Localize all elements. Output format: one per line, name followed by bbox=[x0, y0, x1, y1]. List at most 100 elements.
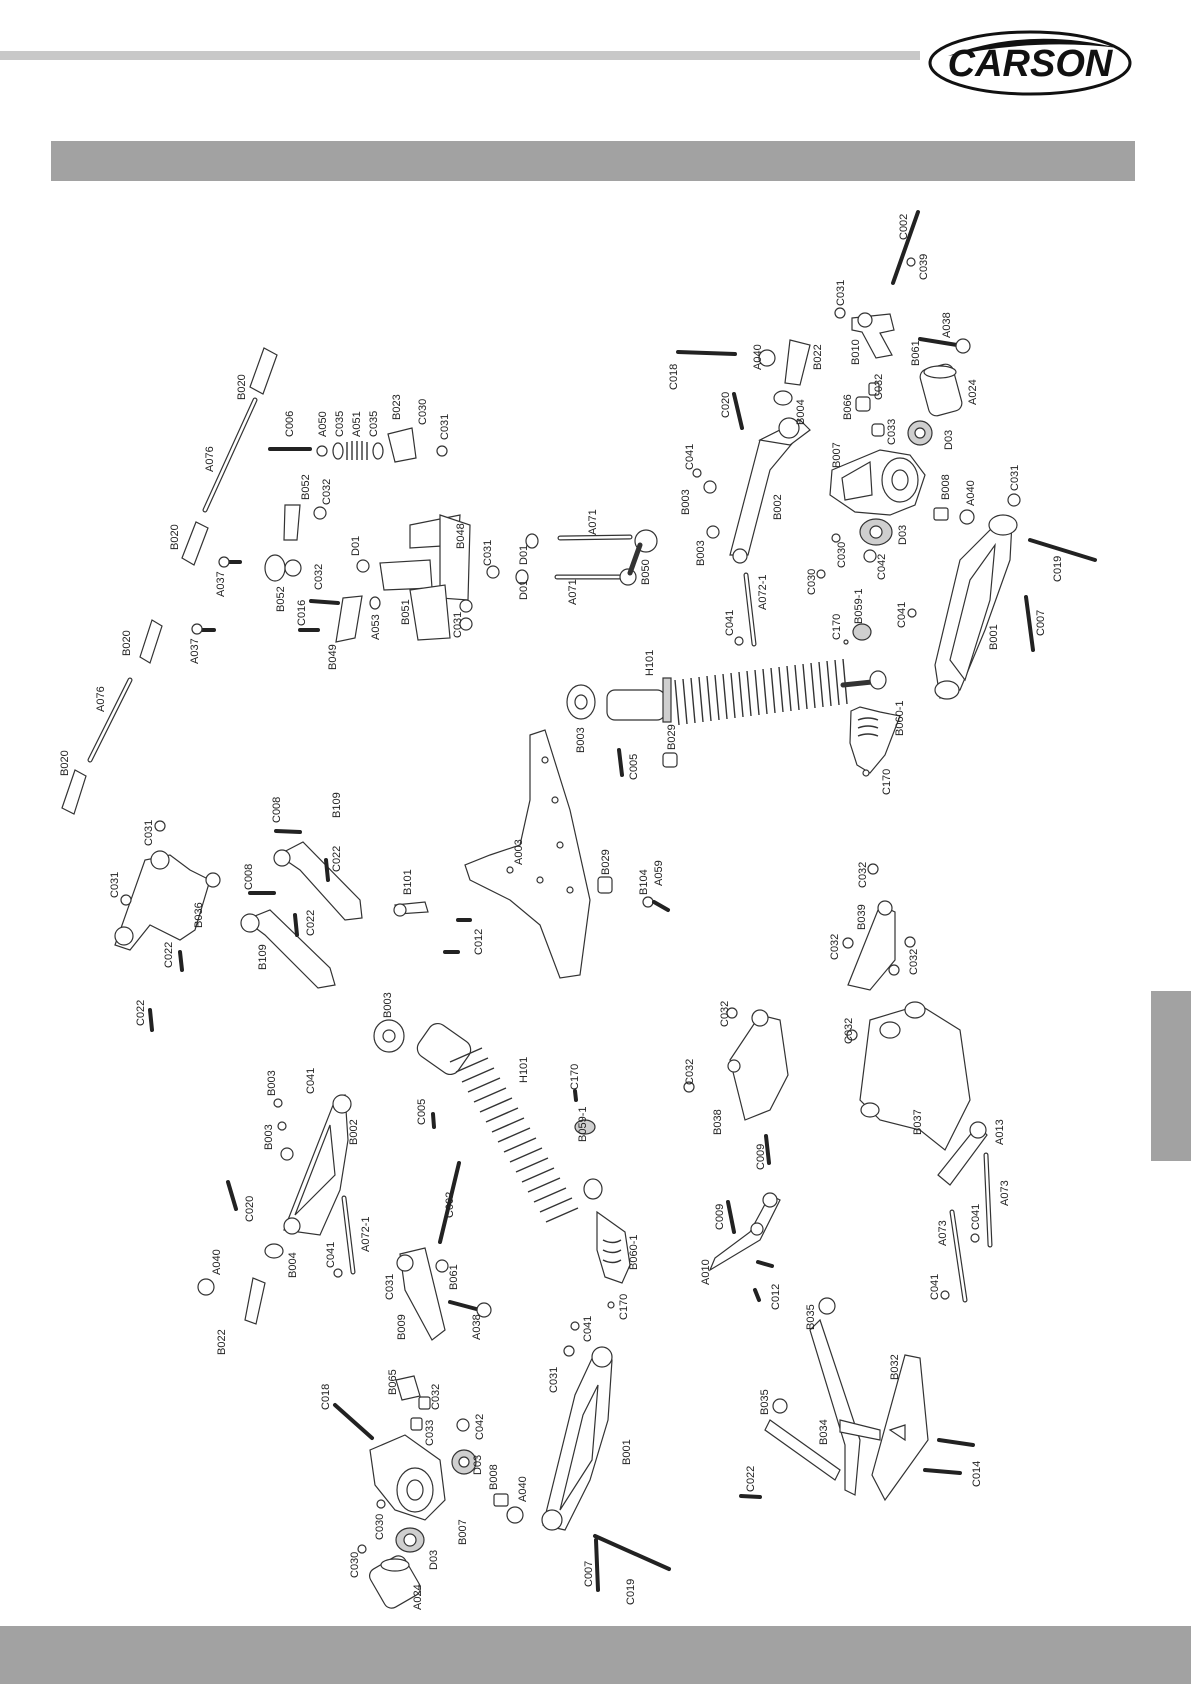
label: C019 bbox=[1052, 556, 1064, 582]
label: B052 bbox=[300, 474, 312, 500]
label: C002 bbox=[898, 214, 910, 240]
label: C170 bbox=[569, 1064, 581, 1090]
label: C035 bbox=[334, 411, 346, 437]
label: B010 bbox=[850, 339, 862, 365]
label: A037 bbox=[215, 571, 227, 597]
label: A040 bbox=[211, 1249, 223, 1275]
label: B032 bbox=[889, 1354, 901, 1380]
label: B035 bbox=[805, 1304, 817, 1330]
label: C022 bbox=[135, 1000, 147, 1026]
label: C032 bbox=[313, 564, 325, 590]
label: B002 bbox=[772, 494, 784, 520]
label: C031 bbox=[109, 872, 121, 898]
label: A024 bbox=[967, 379, 979, 405]
label: A071 bbox=[587, 509, 599, 535]
label: B061 bbox=[910, 340, 922, 366]
label: C030 bbox=[806, 569, 818, 595]
label: C022 bbox=[331, 846, 343, 872]
label: C014 bbox=[971, 1461, 983, 1487]
label: B059-1 bbox=[853, 589, 865, 624]
label: C170 bbox=[831, 614, 843, 640]
label: C020 bbox=[244, 1196, 256, 1222]
label: B002 bbox=[348, 1119, 360, 1145]
label: C042 bbox=[474, 1414, 486, 1440]
label: C020 bbox=[720, 392, 732, 418]
label: A040 bbox=[517, 1476, 529, 1502]
label: A040 bbox=[965, 480, 977, 506]
section-banner bbox=[51, 141, 1135, 181]
label: C022 bbox=[163, 942, 175, 968]
label: C012 bbox=[473, 929, 485, 955]
label: B008 bbox=[488, 1464, 500, 1490]
label: A013 bbox=[994, 1119, 1006, 1145]
label: H101 bbox=[644, 650, 656, 676]
label: B050 bbox=[640, 559, 652, 585]
label: C039 bbox=[918, 254, 930, 280]
label: C032 bbox=[321, 479, 333, 505]
label: A037 bbox=[189, 638, 201, 664]
label: B003 bbox=[680, 489, 692, 515]
label: B038 bbox=[712, 1109, 724, 1135]
header-rule bbox=[0, 51, 920, 60]
label: C005 bbox=[628, 754, 640, 780]
label: C032 bbox=[908, 949, 920, 975]
label: C033 bbox=[424, 1420, 436, 1446]
label: C031 bbox=[1009, 465, 1021, 491]
label: B034 bbox=[818, 1419, 830, 1445]
label: B065 bbox=[387, 1369, 399, 1395]
label: C002 bbox=[444, 1192, 456, 1218]
label: B029 bbox=[600, 849, 612, 875]
label: B003 bbox=[263, 1124, 275, 1150]
label: C031 bbox=[452, 612, 464, 638]
carson-logo: CARSON bbox=[928, 30, 1132, 96]
label: C041 bbox=[724, 610, 736, 636]
label: A038 bbox=[941, 312, 953, 338]
label: C012 bbox=[770, 1284, 782, 1310]
label: C042 bbox=[876, 554, 888, 580]
label: B003 bbox=[695, 540, 707, 566]
label: B061 bbox=[448, 1264, 460, 1290]
label: B001 bbox=[621, 1439, 633, 1465]
label: C041 bbox=[896, 602, 908, 628]
label: B039 bbox=[856, 904, 868, 930]
label: B020 bbox=[169, 524, 181, 550]
label: C041 bbox=[929, 1274, 941, 1300]
label: C005 bbox=[416, 1099, 428, 1125]
label: C032 bbox=[829, 934, 841, 960]
label: D03 bbox=[943, 430, 955, 450]
label: B009 bbox=[396, 1314, 408, 1340]
label: A010 bbox=[700, 1259, 712, 1285]
label: C032 bbox=[873, 374, 885, 400]
label: A059 bbox=[653, 860, 665, 886]
label: C041 bbox=[970, 1204, 982, 1230]
label: A003 bbox=[513, 839, 525, 865]
label: A076 bbox=[204, 446, 216, 472]
label: C007 bbox=[1035, 610, 1047, 636]
label: C009 bbox=[714, 1204, 726, 1230]
label: B003 bbox=[575, 727, 587, 753]
label: C041 bbox=[305, 1068, 317, 1094]
label: C009 bbox=[755, 1144, 767, 1170]
label: C030 bbox=[374, 1514, 386, 1540]
label: B066 bbox=[842, 394, 854, 420]
label: B003 bbox=[266, 1070, 278, 1096]
label: D01 bbox=[518, 545, 530, 565]
label: B020 bbox=[236, 374, 248, 400]
label: C041 bbox=[582, 1316, 594, 1342]
label: B060-1 bbox=[628, 1235, 640, 1270]
label: C041 bbox=[684, 444, 696, 470]
label: B059-1 bbox=[577, 1107, 589, 1142]
label: H101 bbox=[518, 1057, 530, 1083]
label: B020 bbox=[121, 630, 133, 656]
label: A076 bbox=[95, 686, 107, 712]
label: A050 bbox=[317, 411, 329, 437]
label: B004 bbox=[795, 399, 807, 425]
label: B020 bbox=[59, 750, 71, 776]
label: A073 bbox=[937, 1220, 949, 1246]
label: C019 bbox=[625, 1579, 637, 1605]
label: D01 bbox=[518, 580, 530, 600]
label: C007 bbox=[583, 1561, 595, 1587]
label: B101 bbox=[402, 869, 414, 895]
label: A051 bbox=[351, 411, 363, 437]
label: C030 bbox=[417, 399, 429, 425]
